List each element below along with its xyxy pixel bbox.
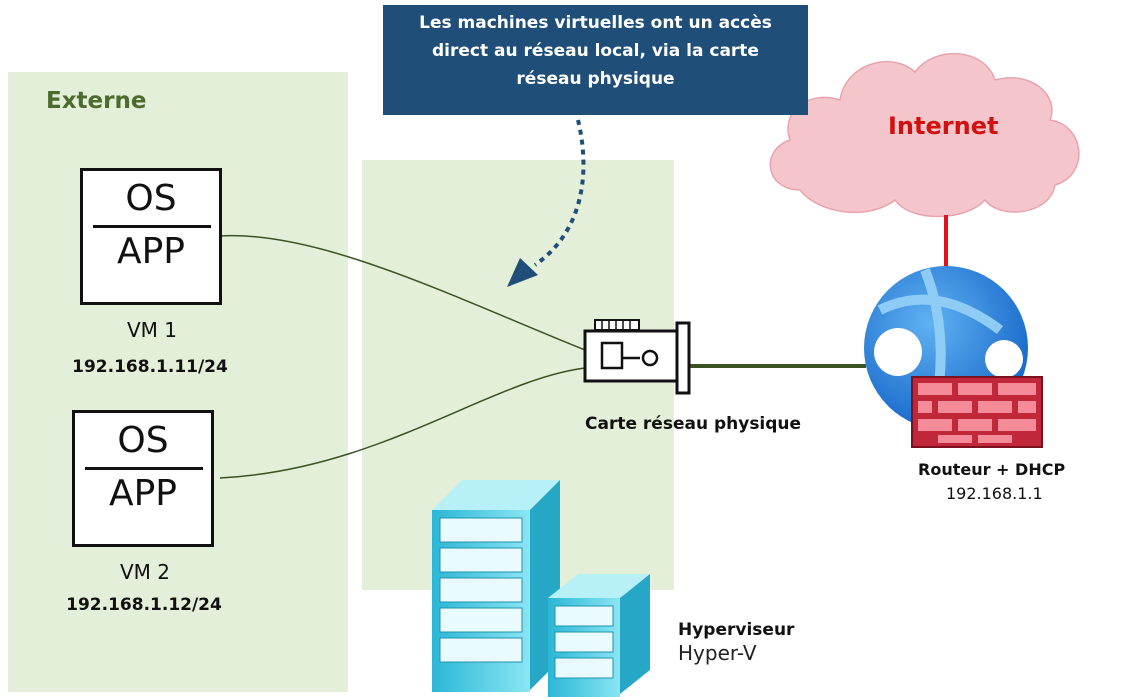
vm1-os-label: OS <box>125 178 177 219</box>
callout-arrow-icon <box>507 119 586 287</box>
vm1-app-label: APP <box>116 231 186 272</box>
vm2-box: OS APP <box>72 410 214 547</box>
nic-label: Carte réseau physique <box>585 414 802 434</box>
vm1-name: VM 1 <box>126 318 178 342</box>
firewall-icon <box>911 376 1043 448</box>
callout-line-3: réseau physique <box>516 69 675 89</box>
network-card-icon <box>583 319 691 395</box>
vm2-separator <box>85 467 203 470</box>
hypervisor-label: Hyperviseur <box>678 620 795 640</box>
vm2-name: VM 2 <box>119 560 171 584</box>
vm2-ip: 192.168.1.12/24 <box>66 595 222 615</box>
externe-label: Externe <box>46 88 147 114</box>
router-ip: 192.168.1.1 <box>946 484 1043 503</box>
callout-line-2: direct au réseau local, via la carte <box>432 41 759 61</box>
callout-box: Les machines virtuelles ont un accès dir… <box>383 5 808 115</box>
vm1-box: OS APP <box>80 168 222 305</box>
vm2-os-label: OS <box>117 420 169 461</box>
hypervisor-name: Hyper-V <box>678 641 757 665</box>
hypervisor-server-icon <box>432 480 650 697</box>
internet-label: Internet <box>888 112 999 140</box>
vm2-cable <box>219 367 586 479</box>
vm1-ip: 192.168.1.11/24 <box>72 357 228 377</box>
vm1-cable <box>219 234 586 351</box>
callout-line-1: Les machines virtuelles ont un accès <box>419 13 772 33</box>
vm2-app-label: APP <box>108 473 178 514</box>
vm1-separator <box>93 225 211 228</box>
router-label: Routeur + DHCP <box>918 460 1066 479</box>
